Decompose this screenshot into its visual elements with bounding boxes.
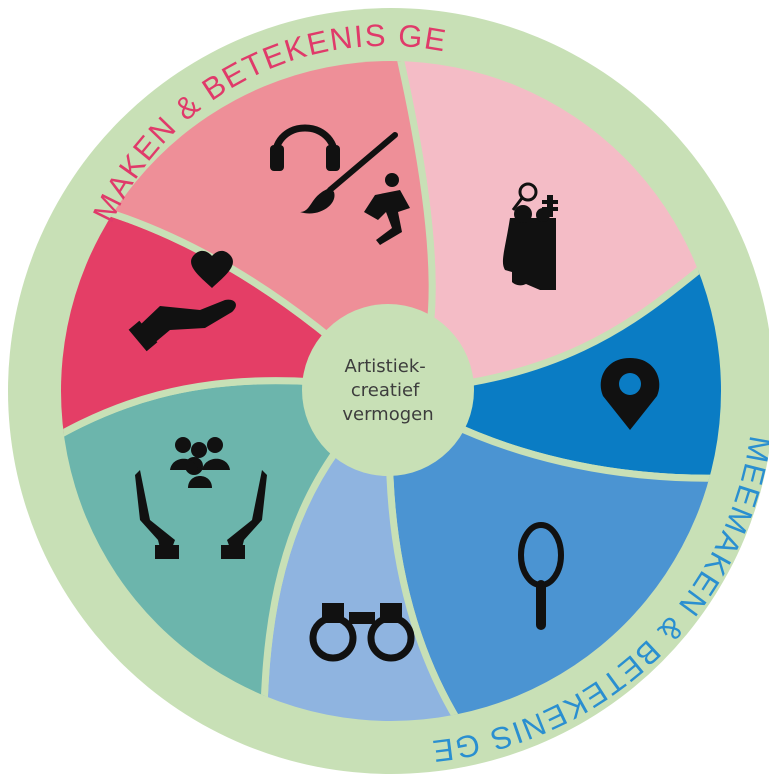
center-label-line-3: vermogen <box>342 404 433 425</box>
headphones-brush-dancer-icon <box>270 124 410 245</box>
hands-group-icon <box>135 437 267 559</box>
center-label-line-1: Artistiek- <box>345 356 426 377</box>
map-pin-icon <box>600 358 660 430</box>
center-label-line-2: creatief <box>351 380 420 401</box>
hand-mirror-icon <box>518 522 564 630</box>
hand-heart-icon <box>128 250 236 352</box>
center-circle <box>302 304 474 476</box>
center-label: Artistiek- creatief vermogen <box>342 356 433 425</box>
head-gears-icon <box>502 182 558 290</box>
binoculars-icon <box>309 603 415 662</box>
